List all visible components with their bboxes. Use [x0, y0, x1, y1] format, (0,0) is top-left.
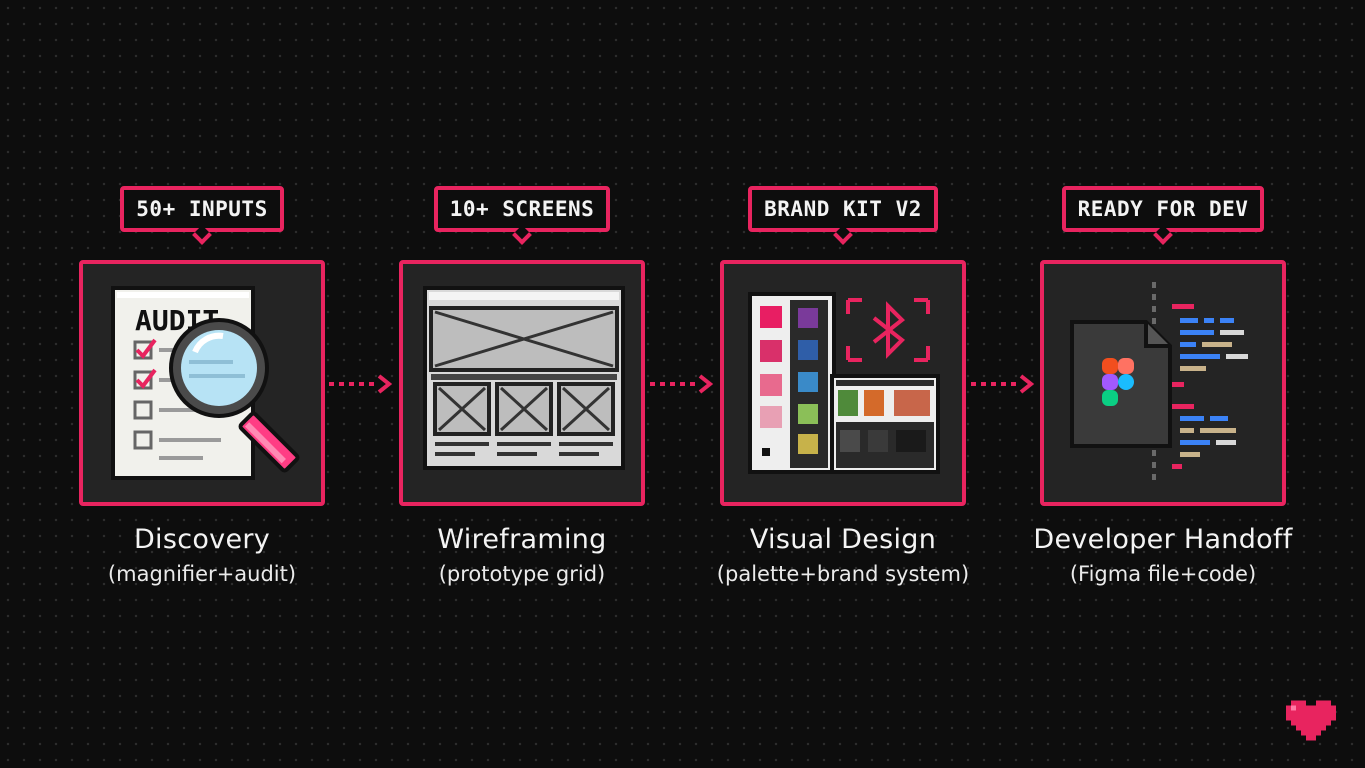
step-visual-design: BRAND KIT V2	[717, 186, 969, 585]
step-subtitle: (prototype grid)	[438, 562, 606, 586]
step-title: Developer Handoff	[1033, 524, 1293, 555]
step-badge: BRAND KIT V2	[748, 186, 938, 232]
step-badge: 50+ INPUTS	[120, 186, 284, 232]
step-wireframing: 10+ SCREENS	[399, 186, 645, 585]
step-title: Visual Design	[749, 524, 937, 555]
step-card	[1040, 260, 1286, 506]
code-lines-icon	[1172, 304, 1248, 469]
step-badge: READY FOR DEV	[1061, 186, 1265, 232]
dotted-arrow-icon	[329, 374, 393, 394]
dotted-arrow-icon	[650, 374, 714, 394]
wireframe-icon	[423, 286, 625, 470]
pixel-heart-icon	[1286, 700, 1336, 741]
step-badge: 10+ SCREENS	[433, 186, 611, 232]
step-discovery: 50+ INPUTS AUDIT	[79, 186, 325, 585]
step-subtitle: (Figma file+code)	[1069, 562, 1257, 586]
dotted-arrow-icon	[971, 374, 1035, 394]
step-card: AUDIT	[79, 260, 325, 506]
color-palette-icon	[748, 292, 940, 474]
audit-document-icon: AUDIT	[111, 286, 300, 480]
step-subtitle: (magnifier+audit)	[107, 562, 297, 586]
step-developer-handoff: READY FOR DEV	[1033, 186, 1292, 585]
step-card	[720, 260, 966, 506]
step-title: Wireframing	[437, 524, 607, 555]
step-card	[399, 260, 645, 506]
bluetooth-icon	[846, 298, 930, 362]
step-subtitle: (palette+brand system)	[716, 562, 970, 586]
figma-file-icon	[1070, 282, 1248, 484]
magnifier-icon	[169, 318, 300, 473]
step-title: Discovery	[133, 524, 271, 555]
